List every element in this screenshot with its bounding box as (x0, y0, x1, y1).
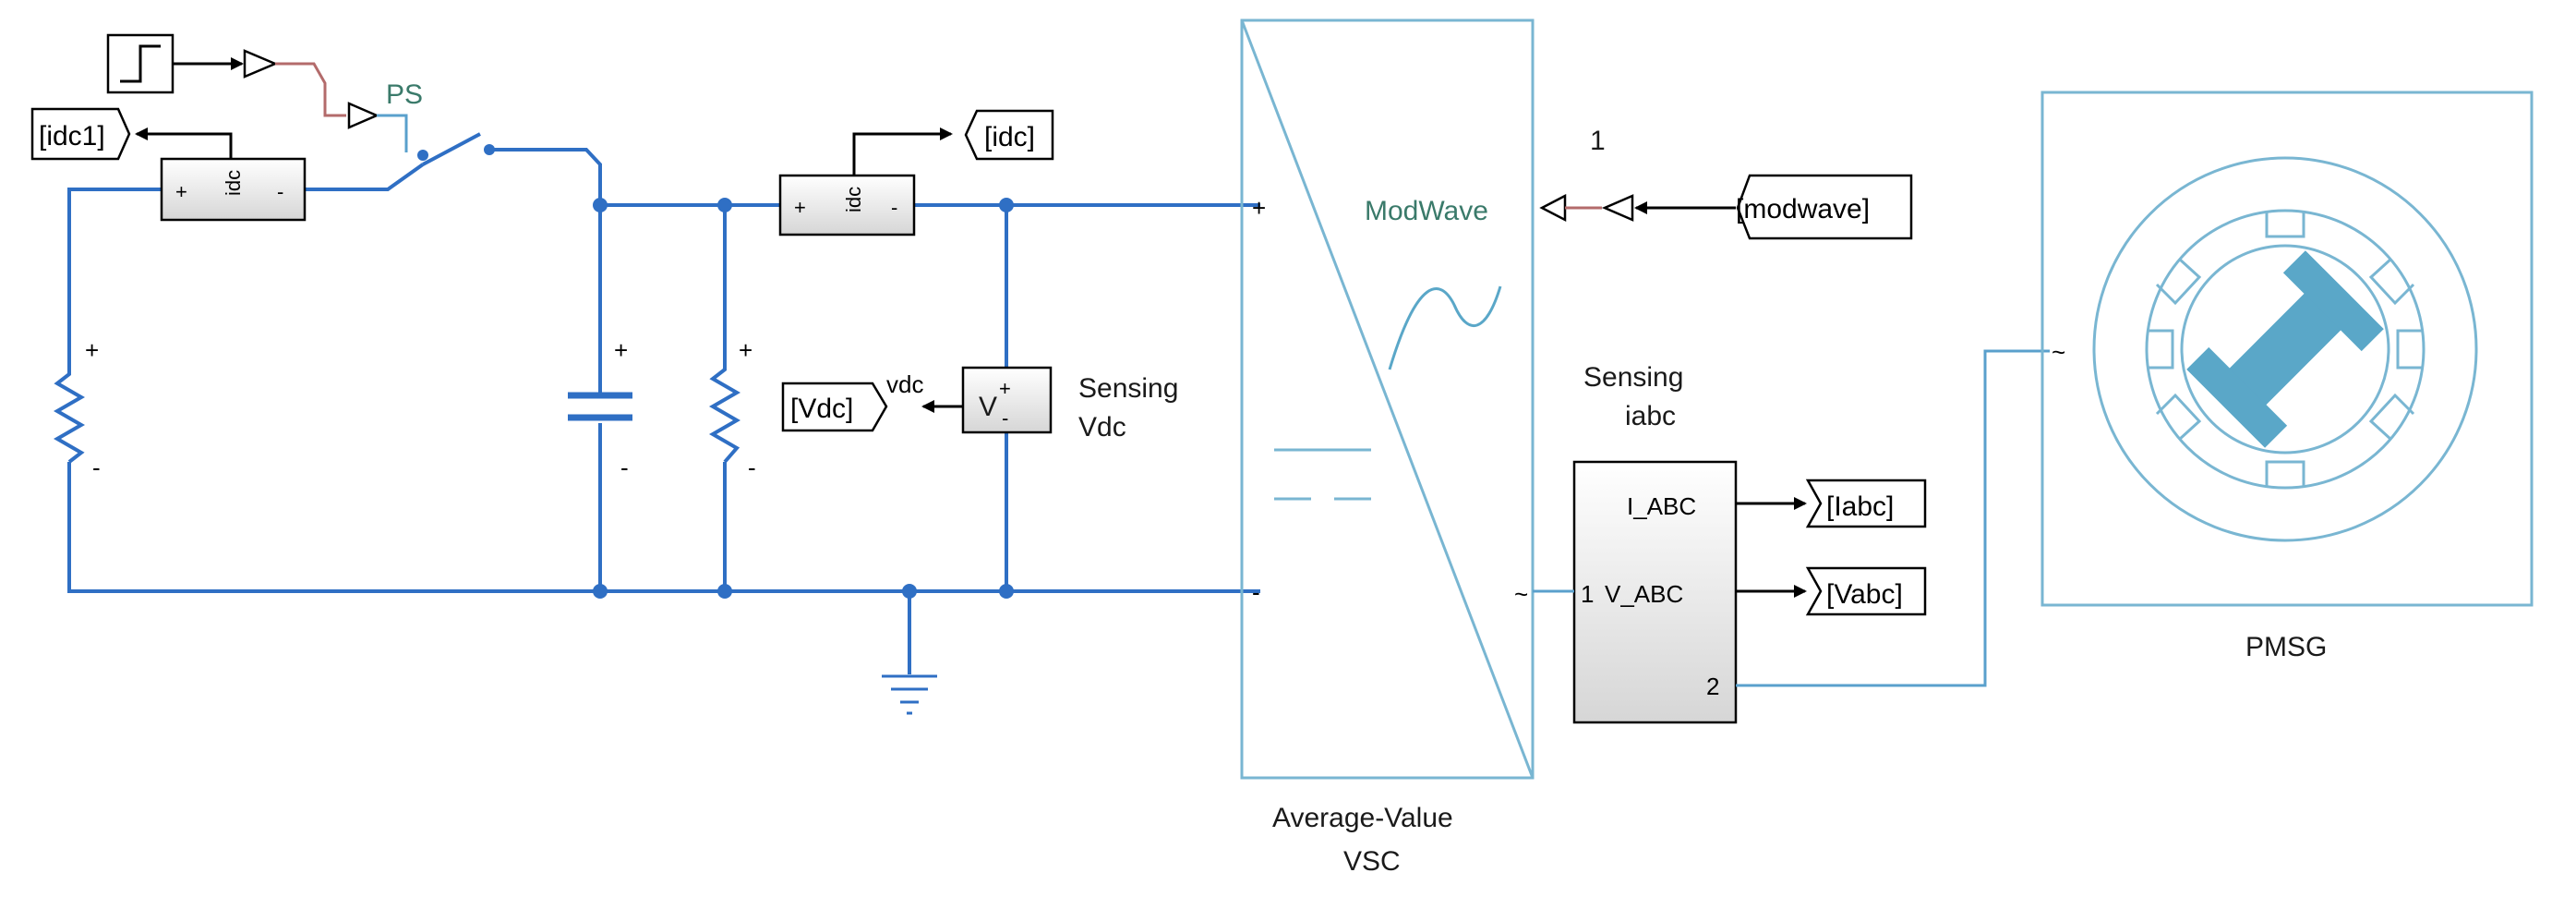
ps-input-modwave (1539, 193, 1567, 223)
current-sensor-idc1[interactable]: + - idc (160, 157, 307, 222)
port-vabc-label: V_ABC (1605, 580, 1683, 608)
svg-text:-: - (92, 454, 101, 481)
svg-text:+: + (85, 336, 99, 364)
current-sensor-idc[interactable]: + - idc (778, 174, 916, 236)
idc1-signal-line (135, 127, 233, 159)
sensing-vdc-label-2: Vdc (1078, 412, 1126, 442)
svg-text:~: ~ (2052, 338, 2065, 366)
average-value-vsc[interactable]: + - ~ ModWave (1240, 18, 1535, 780)
step-block[interactable] (106, 33, 175, 94)
sensing-iabc-block[interactable]: I_ABC 1 V_ABC 2 (1572, 460, 1738, 724)
svg-text:-: - (277, 180, 283, 203)
svg-text:[modwave]: [modwave] (1736, 194, 1870, 224)
ps-converter-modwave (1601, 194, 1634, 222)
svg-text:~: ~ (1514, 580, 1528, 608)
vdc-signal-label: vdc (886, 370, 923, 398)
svg-text:+: + (739, 336, 752, 364)
sensing-vdc-label-1: Sensing (1078, 373, 1178, 404)
resistor-right[interactable]: + - (708, 336, 756, 481)
port-iabc-label: I_ABC (1627, 492, 1696, 520)
pmsg-label: PMSG (2245, 632, 2327, 662)
svg-text:-: - (891, 196, 897, 219)
sensing-iabc-label-1: Sensing (1583, 362, 1683, 393)
svg-text:+: + (175, 180, 187, 203)
vsc-label-1: Average-Value (1272, 803, 1453, 833)
svg-text:[idc]: [idc] (984, 122, 1035, 152)
ps-label: PS (386, 79, 423, 110)
svg-text:+: + (794, 196, 806, 219)
from-tag-modwave[interactable]: [modwave] (1736, 174, 1913, 240)
goto-tag-iabc[interactable]: [Iabc] (1805, 479, 1927, 528)
pmsg-block[interactable]: ~ (2040, 91, 2534, 607)
goto-tag-vdc[interactable]: [Vdc] (781, 382, 888, 432)
svg-text:[Vabc]: [Vabc] (1826, 579, 1903, 610)
svg-text:+: + (999, 377, 1011, 400)
svg-text:[idc1]: [idc1] (39, 121, 105, 152)
pmsg-icon (2092, 156, 2478, 542)
idc-sensor-label: idc (222, 170, 245, 196)
sine-wave-icon (1388, 285, 1502, 370)
ground-symbol (882, 674, 937, 715)
voltage-sensor[interactable]: V + - (961, 366, 1053, 434)
modwave-index-label: 1 (1590, 126, 1606, 156)
svg-text:-: - (620, 454, 629, 481)
goto-tag-vabc[interactable]: [Vabc] (1805, 566, 1927, 616)
resistor-left[interactable]: + - (53, 336, 101, 481)
idc-sensor2-label: idc (842, 187, 865, 212)
dc-circuit-wires (67, 148, 1260, 674)
pmsg-connection-line (1736, 349, 2050, 687)
breaker-switch[interactable] (417, 132, 495, 166)
sensing-iabc-label-2: iabc (1625, 401, 1676, 431)
svg-text:+: + (614, 336, 628, 364)
port-1-label: 1 (1581, 580, 1594, 608)
svg-text:+: + (1252, 194, 1266, 222)
goto-tag-idc1[interactable]: [idc1] (30, 107, 131, 161)
ps-input-port (347, 102, 380, 129)
modwave-port-label: ModWave (1365, 196, 1488, 226)
svg-text:-: - (748, 454, 756, 481)
vsc-label-2: VSC (1343, 846, 1401, 877)
switch-control-line (377, 114, 408, 152)
svg-text:-: - (1252, 578, 1260, 606)
svg-text:[Vdc]: [Vdc] (790, 394, 853, 424)
junction-nodes (593, 198, 1014, 599)
svg-text:-: - (1002, 406, 1008, 430)
port-2-label: 2 (1706, 673, 1719, 700)
capacitor[interactable]: + - (568, 336, 632, 481)
svg-text:[Iabc]: [Iabc] (1826, 491, 1894, 522)
voltage-sensor-label: V (979, 392, 997, 422)
idc-signal-line (852, 127, 953, 176)
simulink-ps-converter (243, 49, 279, 79)
goto-tag-idc[interactable]: [idc] (964, 109, 1054, 161)
ps-signal-line (275, 62, 346, 117)
